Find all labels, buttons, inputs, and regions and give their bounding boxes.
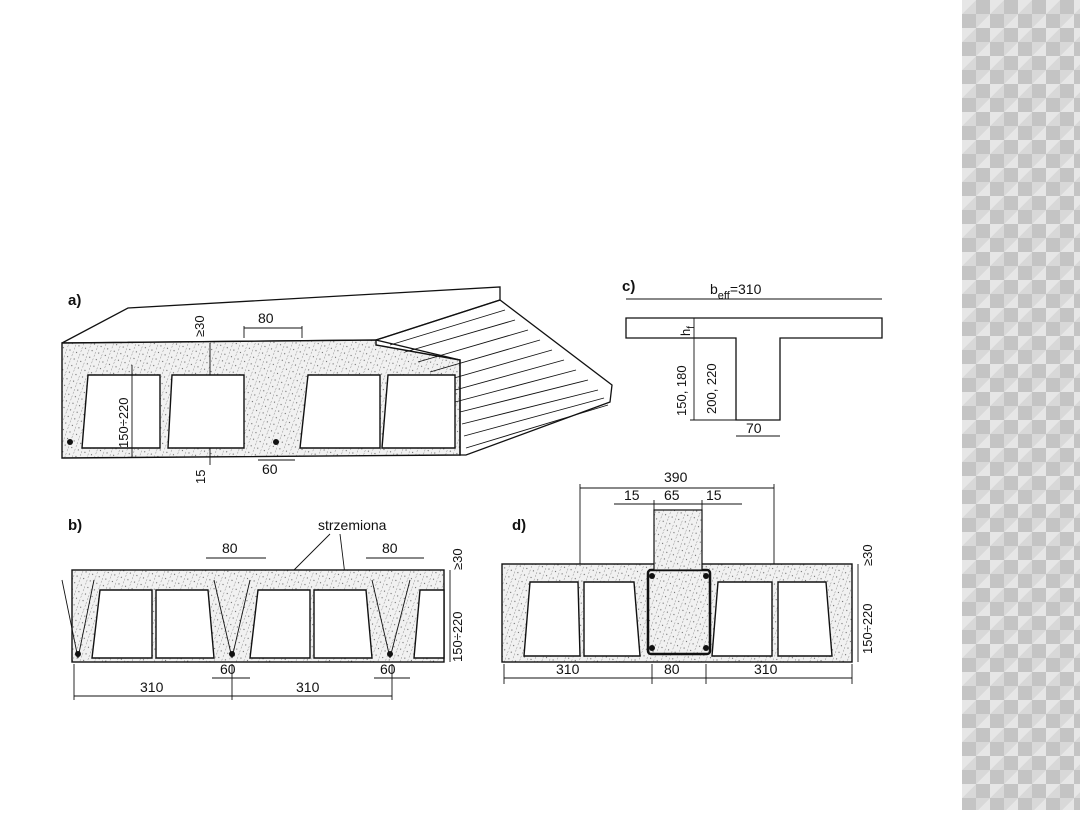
panel-d-s1: 15	[624, 487, 640, 503]
panel-b-top-cover: ≥30	[450, 548, 465, 570]
panel-b-height: 150÷220	[450, 611, 465, 662]
panel-d-rebar-3	[649, 645, 655, 651]
decorative-side-panel	[962, 0, 1080, 810]
panel-b-void-2	[155, 589, 215, 659]
panel-d: d) 390 15 65 15 ≥30 150÷220 310 80 310	[501, 469, 875, 684]
panel-a-rib-width: 80	[258, 310, 274, 326]
panel-c-label: c)	[622, 278, 635, 295]
panel-d-rebar-4	[703, 645, 709, 651]
panel-b-span-left: 310	[140, 679, 164, 695]
panel-b-rib-bottom-left: 60	[220, 661, 236, 677]
panel-c-t-section	[625, 317, 883, 421]
panel-d-void-3	[711, 581, 773, 657]
panel-b: b) strzemiona 80 80 ≥30 150÷220 60 60	[61, 517, 465, 700]
panel-b-span-right: 310	[296, 679, 320, 695]
panel-d-s3: 15	[706, 487, 722, 503]
panel-a-rib-bottom: 60	[262, 461, 278, 477]
panel-a-label: a)	[68, 292, 81, 309]
panel-d-label: d)	[512, 517, 526, 534]
panel-b-rib-1	[61, 579, 95, 659]
panel-b-rebar-1	[75, 651, 81, 657]
panel-a-void-3	[299, 374, 381, 449]
panel-d-overall: 390	[664, 469, 688, 485]
panel-a-dimension-lines	[131, 326, 303, 465]
panel-a-void-4	[381, 374, 456, 449]
slide-canvas: a) 80 ≥30 150÷220 1	[61, 278, 883, 700]
panel-d-left: 310	[556, 661, 580, 677]
panel-d-void-4	[777, 581, 833, 657]
panel-b-void-3	[249, 589, 311, 659]
panel-d-dimension-lines	[503, 484, 859, 684]
panel-d-void-2	[583, 581, 641, 657]
panel-b-rebar-2	[229, 651, 235, 657]
panel-a-rebar-2	[273, 439, 279, 445]
panel-b-dimension-lines	[73, 557, 451, 700]
panel-c-h1: 150, 180	[674, 365, 689, 416]
panel-b-void-4	[313, 589, 373, 659]
panel-d-rebar-1	[649, 573, 655, 579]
panel-b-rib-bottom-right: 60	[380, 661, 396, 677]
panel-b-rib-right: 80	[382, 540, 398, 556]
panel-b-rib-2	[213, 579, 251, 659]
panel-a-top-cover: ≥30	[192, 315, 207, 337]
panel-a-height: 150÷220	[116, 397, 131, 448]
panel-c-hf: hf	[678, 326, 697, 336]
panel-a: a) 80 ≥30 150÷220 1	[61, 286, 613, 484]
panel-a-rebar-1	[67, 439, 73, 445]
panel-d-s2: 65	[664, 487, 680, 503]
panel-c-dimension-lines	[690, 318, 780, 437]
panel-d-height: 150÷220	[860, 603, 875, 654]
panel-d-right: 310	[754, 661, 778, 677]
panel-b-rib-3	[371, 579, 411, 659]
panel-a-top-surface	[61, 286, 501, 344]
panel-d-void-1	[523, 581, 581, 657]
panel-b-void-5	[413, 589, 445, 659]
panel-d-rebar-2	[703, 573, 709, 579]
panel-b-note: strzemiona	[318, 517, 387, 533]
panel-b-void-1	[91, 589, 153, 659]
panel-b-label: b)	[68, 517, 82, 534]
panel-a-side-grooves	[389, 309, 609, 449]
panel-a-void-1	[81, 374, 161, 449]
panel-c-web: 70	[746, 420, 762, 436]
panel-d-mid: 80	[664, 661, 680, 677]
panel-a-void-2	[167, 374, 245, 449]
panel-c-h2: 200, 220	[704, 363, 719, 414]
panel-d-top-cover: ≥30	[860, 544, 875, 566]
panel-a-bottom: 15	[193, 470, 208, 484]
panel-b-note-leaders	[289, 533, 346, 576]
panel-c: c) beff=310 hf 150, 180 200, 220 70	[622, 278, 883, 437]
panel-d-stirrup-top	[653, 509, 703, 571]
hollow-core-slab-figure: a) 80 ≥30 150÷220 1	[61, 278, 883, 700]
panel-b-rib-left: 80	[222, 540, 238, 556]
panel-b-rebar-3	[387, 651, 393, 657]
